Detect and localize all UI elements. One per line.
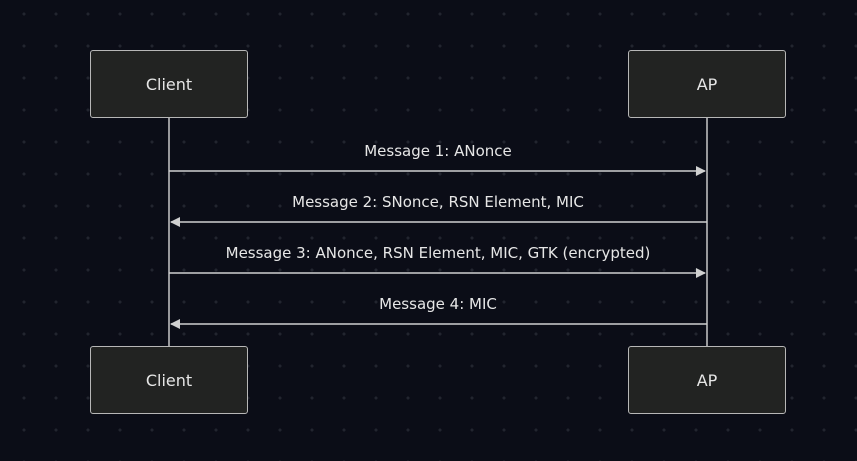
- message-label-3: Message 3: ANonce, RSN Element, MIC, GTK…: [225, 244, 651, 262]
- actor-ap-top: AP: [628, 50, 786, 118]
- actor-client-label: Client: [145, 74, 193, 94]
- message-label-1: Message 1: ANonce: [364, 142, 512, 160]
- message-label-4: Message 4: MIC: [379, 295, 497, 313]
- actor-client-top: Client: [90, 50, 248, 118]
- actor-ap-label: AP: [696, 370, 718, 390]
- actor-client-label: Client: [145, 370, 193, 390]
- message-label-2: Message 2: SNonce, RSN Element, MIC: [292, 193, 584, 211]
- actor-ap-label: AP: [696, 74, 718, 94]
- actor-client-bottom: Client: [90, 346, 248, 414]
- actor-ap-bottom: AP: [628, 346, 786, 414]
